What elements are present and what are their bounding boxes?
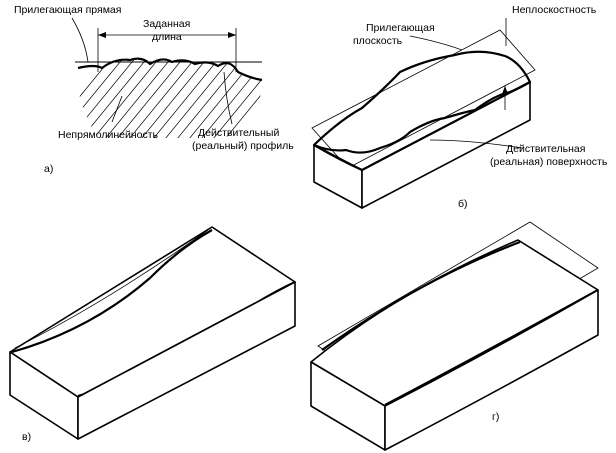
concave-surface-back <box>14 229 209 349</box>
label-adjacent-plane-2: плоскость <box>353 35 403 47</box>
leader-actual-profile <box>223 71 233 125</box>
label-given-length-2: длина <box>152 31 182 43</box>
leader-actual-surface <box>429 139 523 149</box>
panel-a-profile: Прилегающая прямая Заданная длина Непрям… <box>14 4 294 175</box>
label-actual-profile-2: (реальный) профиль <box>192 140 294 152</box>
panel-b-plate: Прилегающая плоскость Неплоскостность Де… <box>311 4 608 210</box>
adjacent-plane <box>311 29 536 169</box>
deviation-arrow <box>502 86 508 94</box>
panel-label-b: б) <box>458 198 468 210</box>
panel-label-g: г) <box>492 411 499 423</box>
label-adjacent-plane-1: Прилегающая <box>366 22 435 34</box>
concave-surface-curve <box>11 229 213 354</box>
dimension-arrow-left <box>98 32 106 38</box>
label-actual-surface-2: (реальная) поверхность <box>490 156 608 168</box>
label-given-length-1: Заданная <box>143 18 190 30</box>
convex-surface-curve <box>321 240 521 351</box>
label-adjacent-line: Прилегающая прямая <box>14 4 121 16</box>
label-actual-profile-1: Действительный <box>198 127 279 139</box>
block-v-right-face <box>77 281 296 440</box>
label-non-flatness: Неплоскостность <box>512 4 597 16</box>
panel-label-v: в) <box>22 431 31 443</box>
block-g-right-face <box>384 289 599 451</box>
panel-v-concave-block: в) <box>9 226 296 443</box>
label-non-straightness: Непрямолинейность <box>58 129 159 141</box>
actual-surface-top <box>312 50 532 172</box>
leader-adjacent-plane <box>409 35 463 51</box>
actual-profile <box>77 57 263 82</box>
leader-adjacent-line <box>71 17 89 63</box>
panel-label-a: а) <box>44 163 53 175</box>
dimension-arrow-right <box>228 32 236 38</box>
panel-g-convex-block: г) <box>310 221 599 451</box>
label-actual-surface-1: Действительная <box>506 143 585 155</box>
leader-non-straightness <box>111 95 123 123</box>
block-front-face <box>313 144 363 209</box>
